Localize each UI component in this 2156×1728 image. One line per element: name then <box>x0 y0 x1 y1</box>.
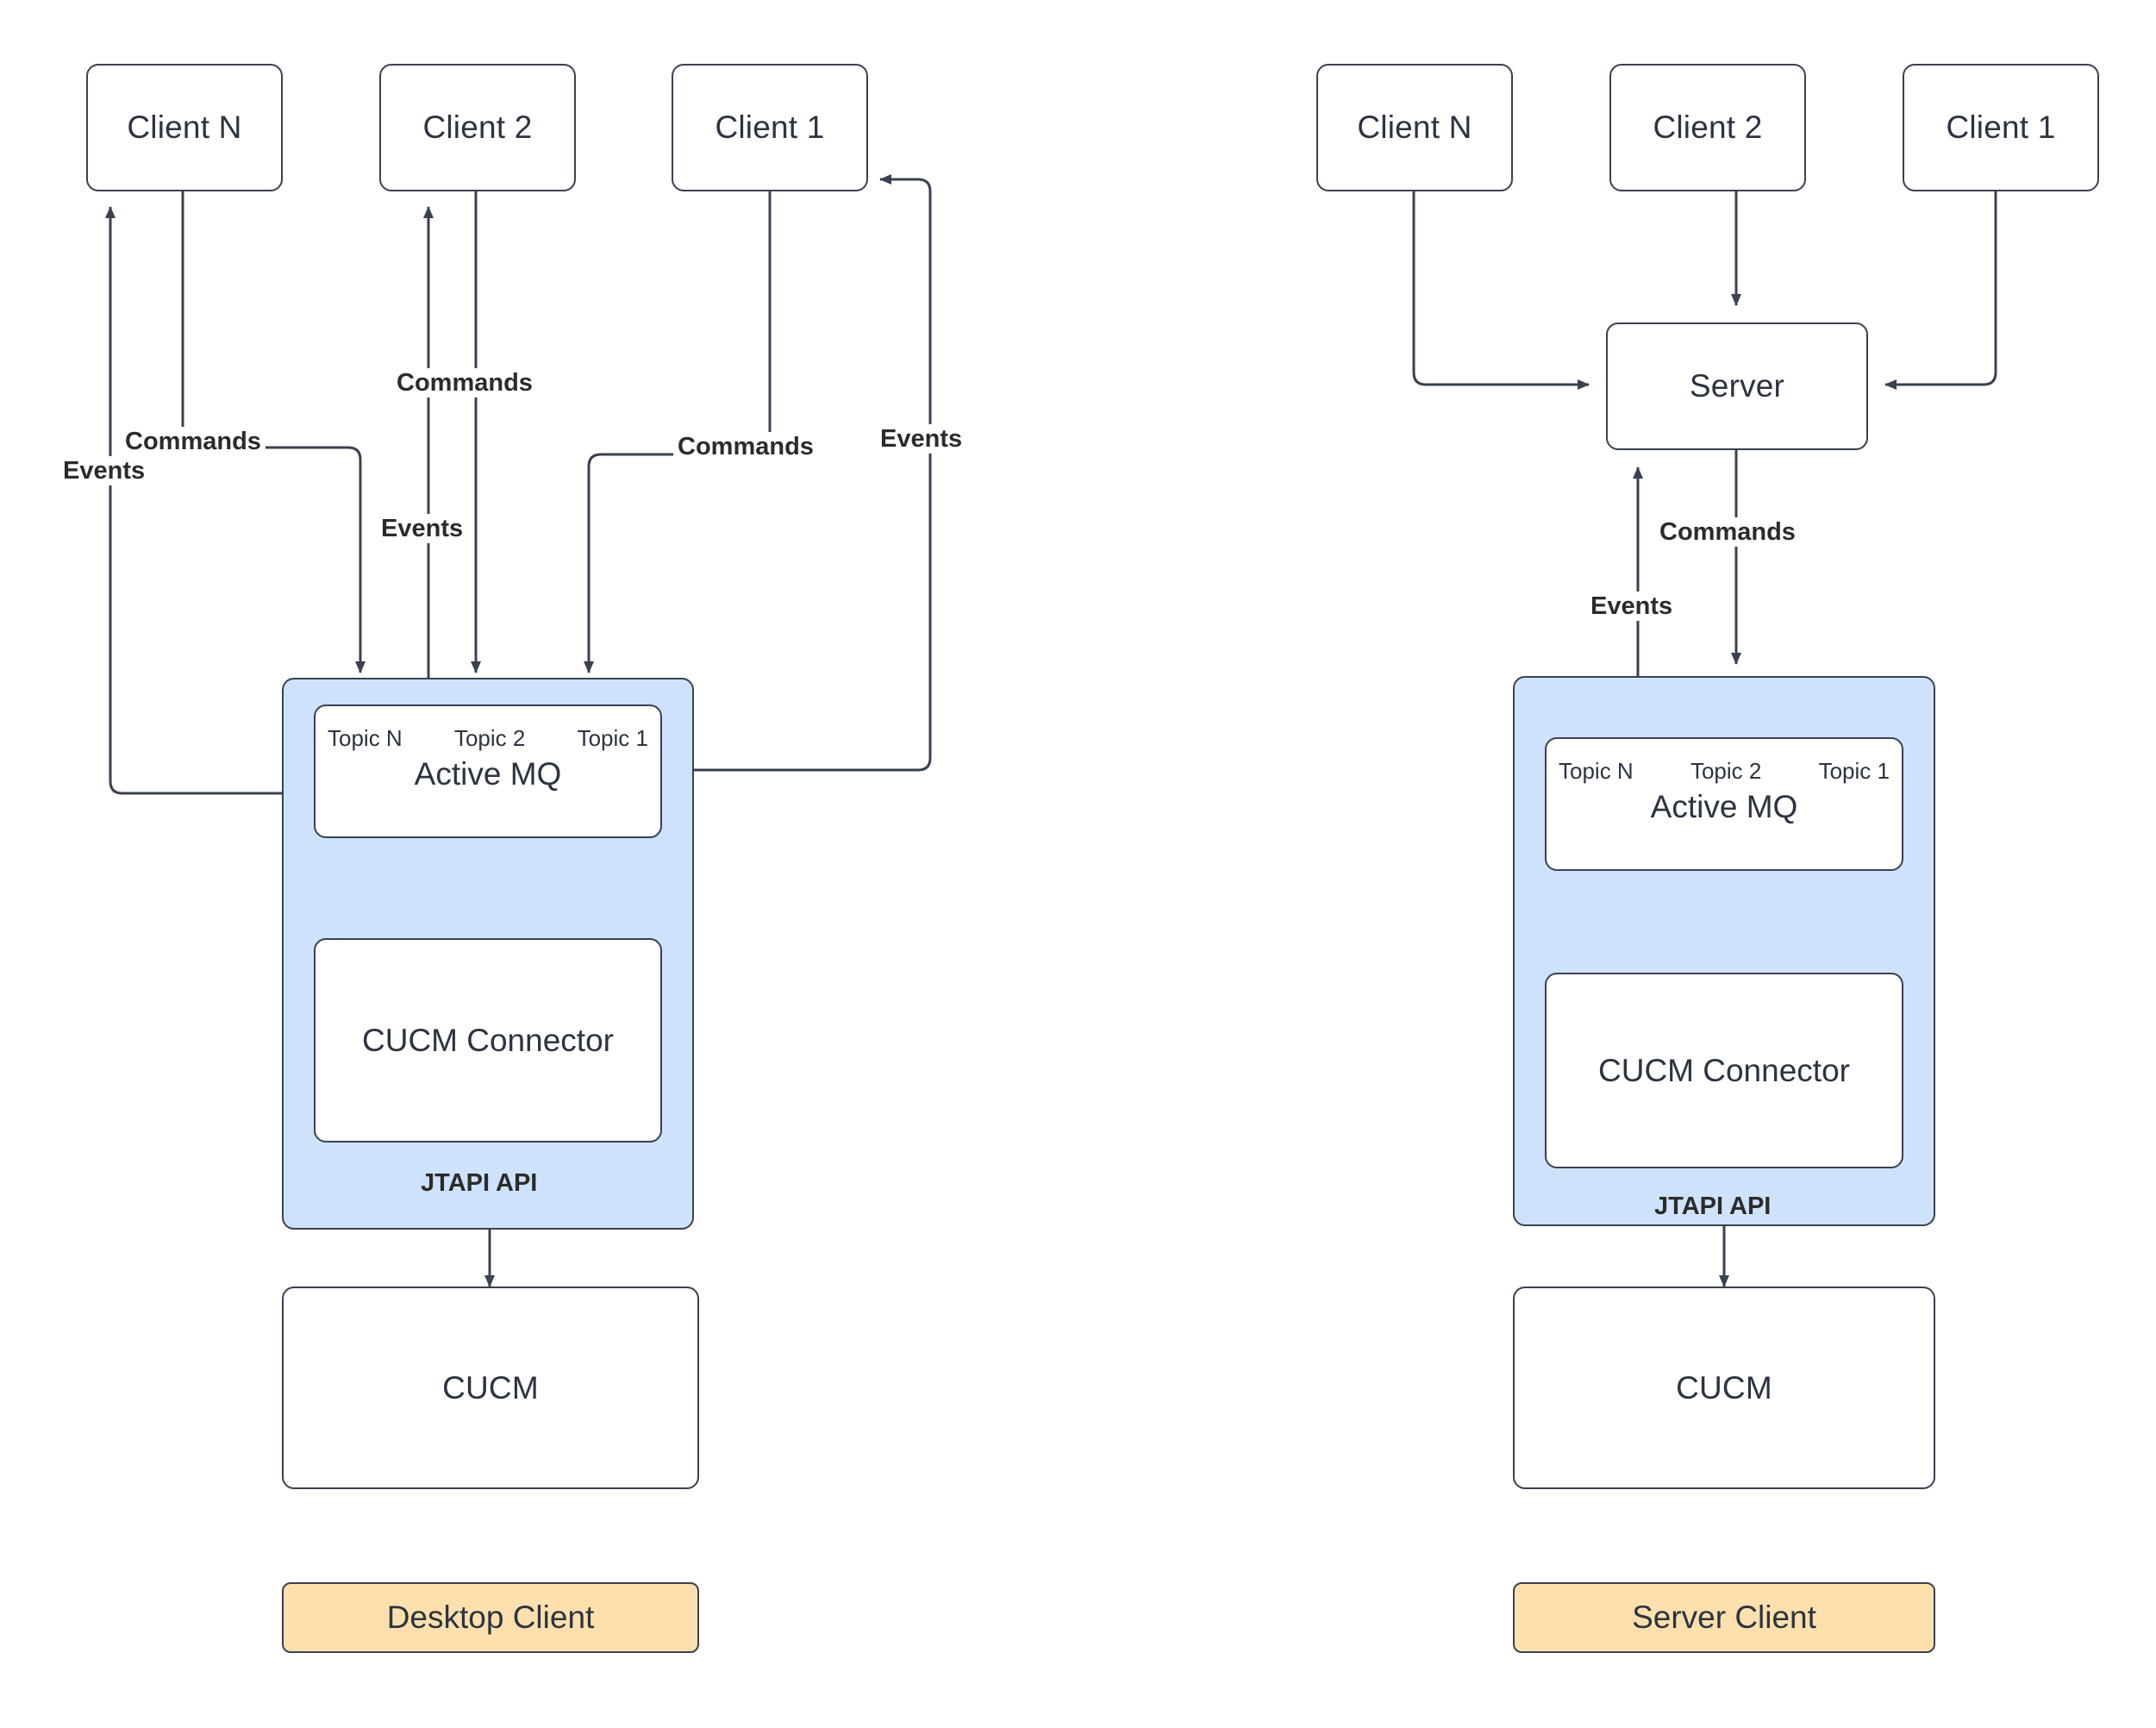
server-label: Server <box>1689 368 1785 404</box>
left-client-n-box[interactable]: Client N <box>86 64 283 191</box>
left-edge-label-commands-n: Commands <box>121 427 266 457</box>
left-active-mq-topics: Topic N Topic 2 Topic 1 <box>316 725 660 752</box>
right-client-n-label: Client N <box>1357 110 1472 145</box>
left-topic-1-label: Topic 1 <box>577 725 648 751</box>
right-client-n-box[interactable]: Client N <box>1316 64 1513 191</box>
right-edge-label-commands: Commands <box>1655 517 1800 548</box>
right-edge-label-events: Events <box>1586 592 1678 622</box>
right-active-mq-topics: Topic N Topic 2 Topic 1 <box>1547 758 1902 785</box>
left-edge-label-commands-1: Commands <box>673 432 818 462</box>
left-edge-label-events-n: Events <box>59 456 150 486</box>
right-topic-1-label: Topic 1 <box>1818 758 1890 784</box>
server-box[interactable]: Server <box>1606 322 1868 450</box>
legend-server-client-label: Server Client <box>1632 1600 1816 1635</box>
left-edge-label-events-1: Events <box>876 424 967 454</box>
left-edge-label-events-2: Events <box>377 514 468 544</box>
left-cucm-connector-label: CUCM Connector <box>362 1022 614 1058</box>
right-client-2-label: Client 2 <box>1653 110 1763 145</box>
left-active-mq-title: Active MQ <box>414 756 562 792</box>
right-cucm-box[interactable]: CUCM <box>1513 1287 1935 1489</box>
right-active-mq-box[interactable]: Topic N Topic 2 Topic 1 Active MQ <box>1545 737 1903 871</box>
left-cucm-connector-box[interactable]: CUCM Connector <box>314 938 662 1143</box>
left-edge-label-commands-2: Commands <box>392 368 537 398</box>
left-client-2-box[interactable]: Client 2 <box>379 64 576 191</box>
left-active-mq-box[interactable]: Topic N Topic 2 Topic 1 Active MQ <box>314 704 662 838</box>
right-cucm-connector-box[interactable]: CUCM Connector <box>1545 973 1903 1168</box>
right-client-2-box[interactable]: Client 2 <box>1609 64 1806 191</box>
left-client-1-label: Client 1 <box>715 110 825 145</box>
right-cucm-label: CUCM <box>1676 1369 1772 1406</box>
right-jtapi-api-label: JTAPI API <box>1649 1192 1777 1222</box>
right-client-1-box[interactable]: Client 1 <box>1903 64 2099 191</box>
left-jtapi-api-label: JTAPI API <box>416 1168 543 1199</box>
right-cucm-connector-label: CUCM Connector <box>1598 1052 1850 1088</box>
left-cucm-label: CUCM <box>442 1369 539 1406</box>
left-topic-n-label: Topic N <box>328 725 403 751</box>
legend-desktop-client[interactable]: Desktop Client <box>282 1582 699 1653</box>
right-active-mq-title: Active MQ <box>1650 789 1798 824</box>
left-topic-2-label: Topic 2 <box>453 725 526 751</box>
right-client-1-label: Client 1 <box>1946 110 2056 145</box>
left-cucm-box[interactable]: CUCM <box>282 1287 699 1489</box>
left-client-2-label: Client 2 <box>422 110 533 145</box>
legend-desktop-client-label: Desktop Client <box>386 1600 595 1635</box>
right-topic-2-label: Topic 2 <box>1690 758 1762 784</box>
right-topic-n-label: Topic N <box>1559 758 1634 784</box>
left-client-1-box[interactable]: Client 1 <box>672 64 868 191</box>
left-client-n-label: Client N <box>127 110 242 145</box>
legend-server-client[interactable]: Server Client <box>1513 1582 1935 1653</box>
